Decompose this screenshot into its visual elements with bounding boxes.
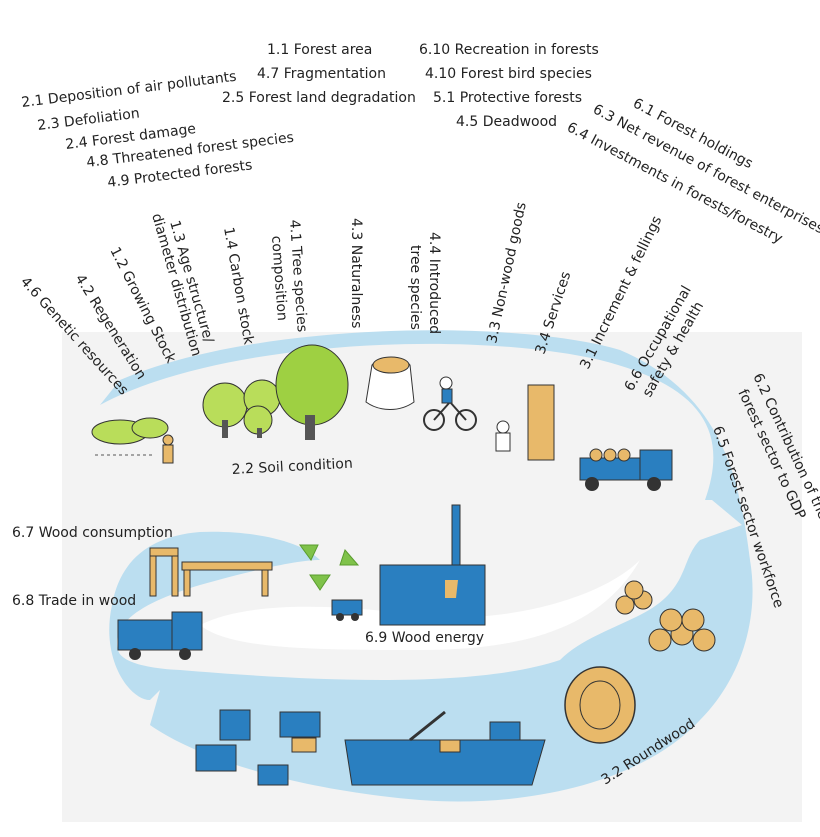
label-tree-comp-1: 4.1 Tree species [286,219,310,332]
furniture-icon [149,547,273,597]
label-soil: 2.2 Soil condition [231,456,353,478]
forest-trees-icon [202,344,349,440]
forestry-worker-icon [495,384,555,461]
recycle-icon [299,544,360,591]
label-consumption: 6.7 Wood consumption [12,525,173,541]
roundwood-log-icon [564,666,636,744]
timber-truck-icon [579,448,673,491]
label-recreation: 6.10 Recreation in forests [419,42,599,58]
wood-energy-plant-icon [379,504,486,626]
label-forest-area: 1.1 Forest area [267,42,372,58]
label-trade: 6.8 Trade in wood [12,593,136,609]
factories-icon [195,709,321,786]
trade-truck-icon [117,611,203,660]
label-non-wood: 3.3 Non-wood goods [484,201,530,345]
recreation-cyclist-icon [423,376,477,431]
cargo-ship-icon [344,710,546,786]
label-naturalness: 4.3 Naturalness [348,218,364,328]
label-introduced-1: 4.4 Introduced [426,232,442,334]
label-energy: 6.9 Wood energy [365,630,484,646]
small-truck-icon [331,599,363,621]
label-bird-species: 4.10 Forest bird species [425,66,592,82]
flow-spiral-center [200,560,640,650]
label-protective: 5.1 Protective forests [433,90,582,106]
label-net-revenue: 6.3 Net revenue of forest enterprises [590,101,820,237]
non-wood-goods-sack-icon [365,356,415,410]
regeneration-icon [91,417,174,464]
label-carbon: 1.4 Carbon stock [220,226,257,347]
label-introduced-2: tree species [407,245,423,330]
log-pile-icon [615,580,716,652]
label-deadwood: 4.5 Deadwood [456,114,557,130]
label-degradation: 2.5 Forest land degradation [222,90,416,106]
label-fragmentation: 4.7 Fragmentation [257,66,386,82]
label-deposition: 2.1 Deposition of air pollutants [21,69,238,111]
label-tree-comp-2: composition [268,235,290,321]
